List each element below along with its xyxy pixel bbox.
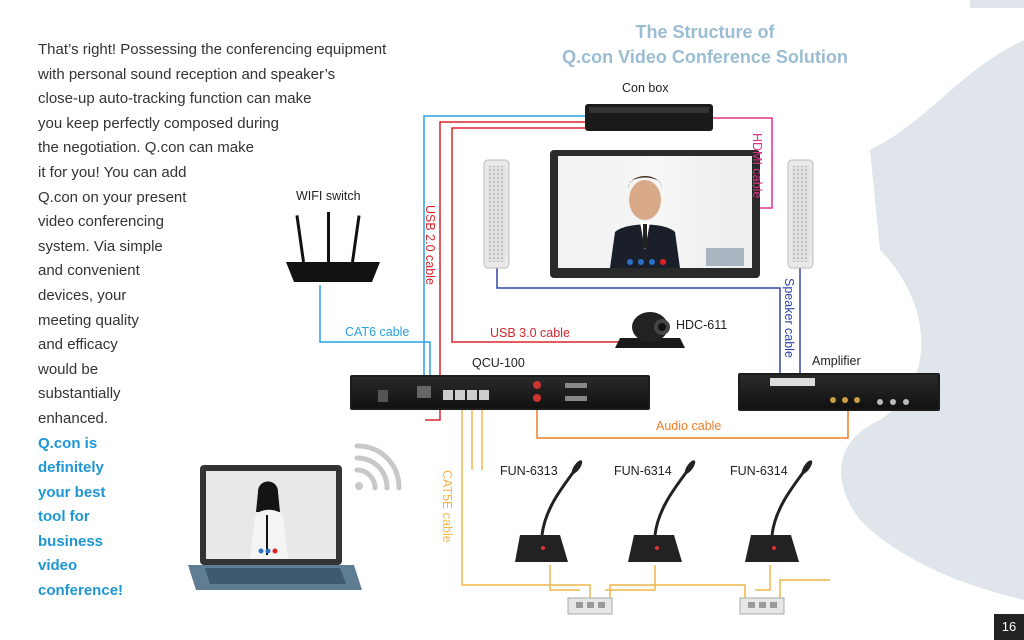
amplifier-device — [738, 373, 940, 411]
qcu-device — [350, 375, 650, 410]
laptop — [188, 465, 362, 590]
cat6-cable-label: CAT6 cable — [345, 325, 410, 339]
background-shape-left — [0, 0, 460, 640]
highlight-line: video — [38, 557, 78, 575]
intro-paragraph: That’s right! Possessing the conferencin… — [38, 38, 438, 604]
cat5e-cable-label: CAT5E cable — [440, 470, 454, 543]
diagram-title: The Structure of Q.con Video Conference … — [520, 20, 890, 70]
usb2-cable-label: USB 2.0 cable — [423, 205, 437, 285]
title-line-1: The Structure of — [635, 22, 775, 42]
mic-label-fun6314-b: FUN-6314 — [730, 464, 788, 478]
intro-line: close-up auto-tracking function can make — [38, 90, 312, 108]
junction-box-2 — [739, 597, 785, 615]
intro-line: meeting quality — [38, 311, 139, 329]
intro-line: video conferencing — [38, 213, 164, 231]
con-box-label: Con box — [622, 81, 669, 95]
page-number: 16 — [994, 614, 1024, 640]
mic-label-fun6314-a: FUN-6314 — [614, 464, 672, 478]
intro-line: system. Via simple — [38, 237, 163, 255]
audio-cable-line — [536, 395, 849, 439]
hdmi-cable-line — [712, 117, 773, 209]
intro-line: you keep perfectly composed during — [38, 114, 279, 132]
wifi-cable-line — [319, 115, 585, 380]
right-speaker — [787, 159, 814, 269]
highlight-line: business — [38, 532, 104, 550]
intro-line: That’s right! Possessing the conferencin… — [38, 41, 387, 58]
junction-box-1 — [567, 597, 613, 615]
usb3-cable-line — [451, 127, 625, 343]
intro-line: Q.con on your present — [38, 188, 187, 206]
usb2-cable-line — [425, 121, 585, 421]
highlight-line: definitely — [38, 459, 104, 477]
intro-line: with personal sound reception and speake… — [38, 65, 336, 83]
wifi-signal-icon — [354, 443, 402, 491]
title-line-2: Q.con Video Conference Solution — [562, 47, 848, 67]
intro-line: would be — [38, 360, 99, 378]
intro-line: and efficacy — [38, 336, 118, 354]
highlight-line: conference! — [38, 582, 124, 600]
wifi-router — [286, 212, 380, 282]
cat5e-cable-line — [461, 405, 830, 600]
mic-label-fun6313: FUN-6313 — [500, 464, 558, 478]
monitor-display — [550, 150, 760, 278]
intro-line: the negotiation. Q.con can make — [38, 139, 254, 157]
qcu-label: QCU-100 — [472, 356, 525, 370]
speaker-cable-line — [496, 268, 781, 380]
hdc-camera — [615, 312, 685, 348]
highlight-line: tool for — [38, 508, 90, 526]
highlight-line: your best — [38, 483, 106, 501]
intro-line: it for you! You can add — [38, 163, 187, 181]
hdc-label: HDC-611 — [676, 318, 728, 332]
microphone-fun6313 — [515, 460, 583, 562]
highlight-line: Q.con is — [38, 434, 98, 452]
intro-line: substantially — [38, 385, 121, 403]
microphone-fun6314-a — [628, 460, 696, 562]
wifi-switch-label: WIFI switch — [296, 189, 361, 203]
speaker-cable-label: Speaker cable — [782, 278, 796, 358]
audio-cable-label: Audio cable — [656, 419, 722, 433]
left-speaker — [483, 159, 510, 269]
amplifier-label: Amplifier — [812, 354, 861, 368]
intro-line: and convenient — [38, 262, 140, 280]
intro-line: devices, your — [38, 286, 127, 304]
wifi-signal-dot — [355, 482, 363, 490]
hdmi-cable-label: HDMI cable — [750, 133, 764, 199]
intro-line: enhanced. — [38, 409, 109, 427]
microphone-fun6314-b — [745, 460, 813, 562]
usb3-cable-label: USB 3.0 cable — [490, 326, 570, 340]
